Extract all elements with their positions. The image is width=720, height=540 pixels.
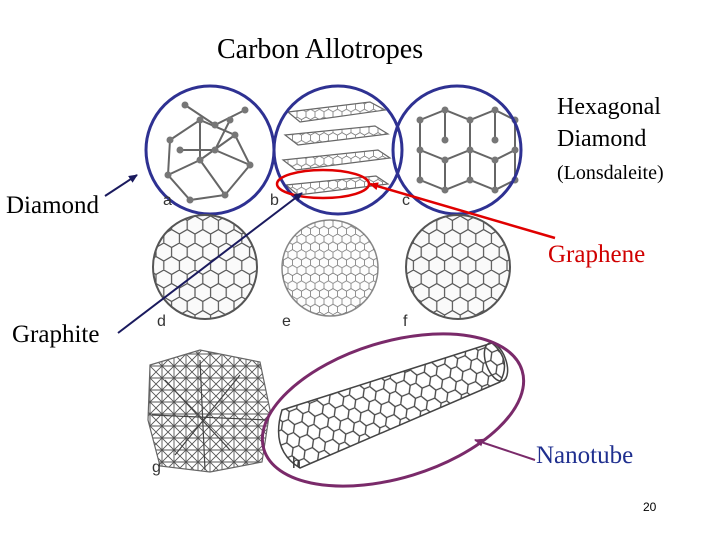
page-number: 20 xyxy=(643,500,657,514)
nanotube-highlight-ellipse xyxy=(260,332,526,488)
nanotube-label: Nanotube xyxy=(536,442,634,469)
graphite-layers-icon xyxy=(281,101,392,196)
diamond-arrow xyxy=(104,174,138,197)
amorphous-carbon-icon xyxy=(147,349,271,473)
panel-label-f: f xyxy=(403,313,408,330)
graphite-highlight-circle xyxy=(272,84,404,216)
panel-label-c: c xyxy=(402,192,410,209)
fullerene-c70-icon xyxy=(405,214,511,320)
graphene-highlight-ellipse xyxy=(275,168,371,200)
graphite-arrow xyxy=(117,192,303,334)
graphite-label: Graphite xyxy=(12,321,100,348)
graphene-label: Graphene xyxy=(548,241,646,268)
panel-label-b: b xyxy=(270,192,279,209)
lonsdaleite-highlight-circle xyxy=(391,84,523,216)
slide-title: Carbon Allotropes xyxy=(217,34,424,65)
panel-label-d: d xyxy=(157,313,166,330)
lonsdaleite-label: (Lonsdaleite) xyxy=(557,162,664,184)
hexagonal-label: Hexagonal xyxy=(557,94,661,120)
panel-label-e: e xyxy=(282,313,291,330)
fullerene-c540-icon xyxy=(281,219,379,317)
hexagonal-diamond-label: Diamond xyxy=(557,126,647,152)
nanotube-arrow xyxy=(474,438,536,461)
panel-label-g: g xyxy=(152,459,161,476)
panel-label-h: h xyxy=(292,455,301,472)
lonsdaleite-lattice-icon xyxy=(416,106,519,194)
diamond-lattice-icon xyxy=(164,101,254,204)
diamond-label: Diamond xyxy=(6,192,100,219)
panel-label-a: a xyxy=(163,192,172,209)
graphene-arrow xyxy=(369,182,556,240)
nanotube-icon xyxy=(277,342,509,469)
